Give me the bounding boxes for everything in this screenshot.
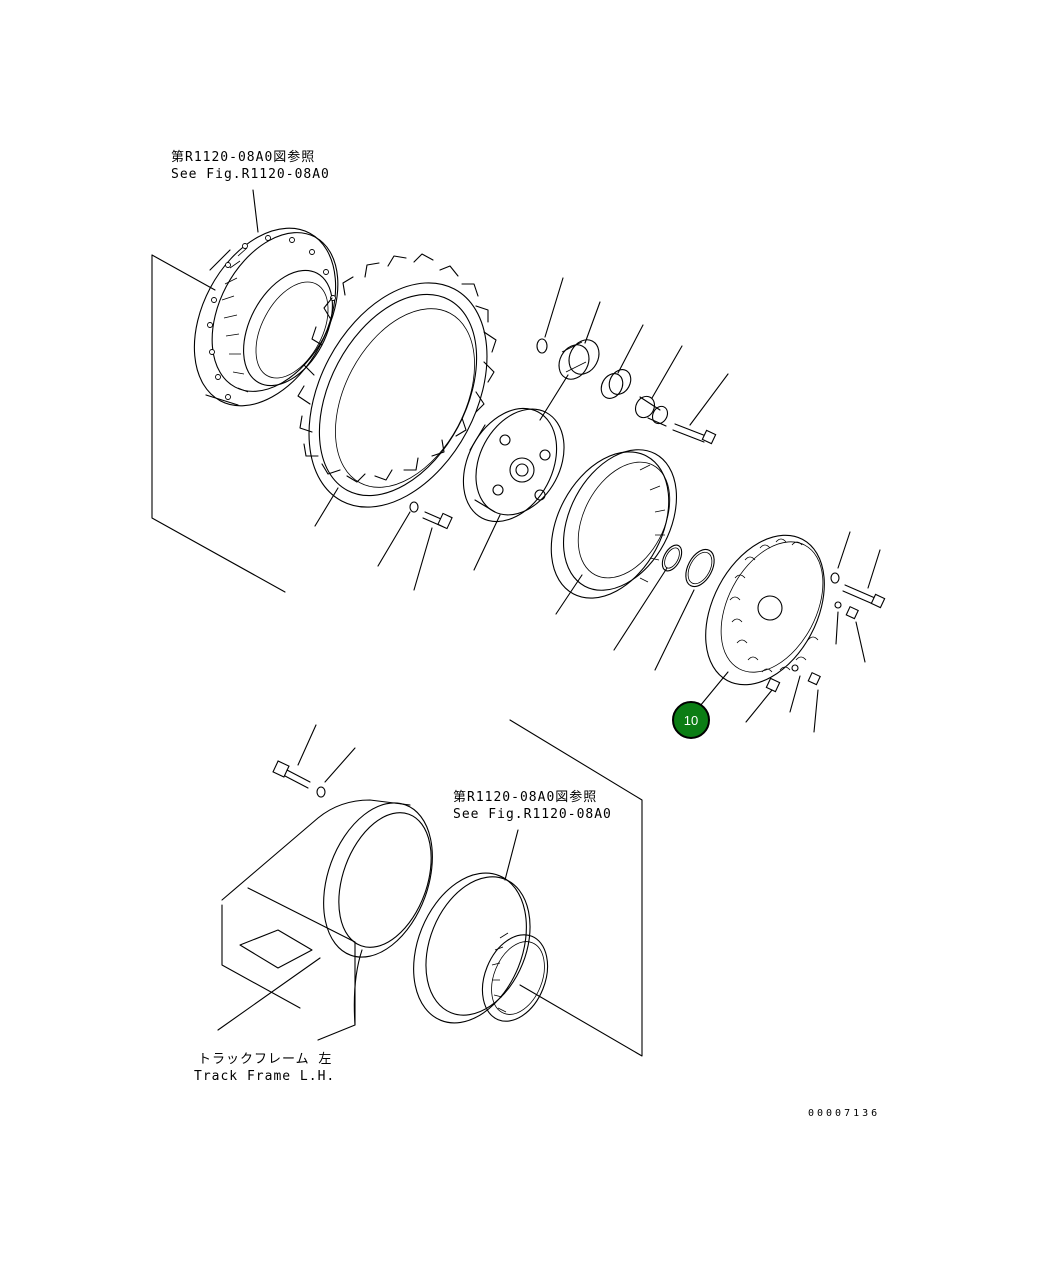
leader-sprocket bbox=[314, 487, 339, 527]
track-frame-label-jp: トラックフレーム 左 bbox=[198, 1052, 333, 1067]
leaders-bearing bbox=[544, 277, 729, 426]
frame-lines bbox=[151, 254, 643, 1057]
frame-bolt bbox=[272, 760, 326, 798]
leader-lower-ref bbox=[504, 829, 519, 881]
middle-reference-jp: 第R1120-08A0図参照 bbox=[453, 790, 598, 805]
bearing-parts bbox=[536, 338, 717, 445]
leaders-carrier bbox=[473, 374, 569, 571]
track-frame-label-en: Track Frame L.H. bbox=[194, 1069, 336, 1084]
ring-gear bbox=[550, 449, 678, 599]
top-reference-jp: 第R1120-08A0図参照 bbox=[171, 150, 316, 165]
callout-marker-10[interactable]: 10 bbox=[672, 701, 710, 739]
leaders-sprocket-bolt bbox=[377, 511, 433, 591]
snap-rings bbox=[661, 544, 715, 588]
sprocket bbox=[297, 253, 497, 508]
top-reference-en: See Fig.R1120-08A0 bbox=[171, 167, 330, 182]
leaders-snap-rings bbox=[613, 567, 695, 671]
leader-top-ref bbox=[252, 189, 259, 233]
cover-plate bbox=[705, 534, 886, 693]
drawing-number: 00007136 bbox=[808, 1108, 881, 1119]
middle-reference-en: See Fig.R1120-08A0 bbox=[453, 807, 612, 822]
leader-ring-gear bbox=[555, 574, 583, 615]
track-frame bbox=[217, 799, 433, 1041]
lower-hub bbox=[413, 872, 549, 1024]
carrier-hub bbox=[462, 407, 565, 523]
sprocket-bolt bbox=[409, 501, 453, 530]
leaders-frame-bolt bbox=[297, 724, 356, 783]
upper-hub bbox=[193, 227, 339, 407]
leaders-cover-parts bbox=[699, 531, 881, 733]
